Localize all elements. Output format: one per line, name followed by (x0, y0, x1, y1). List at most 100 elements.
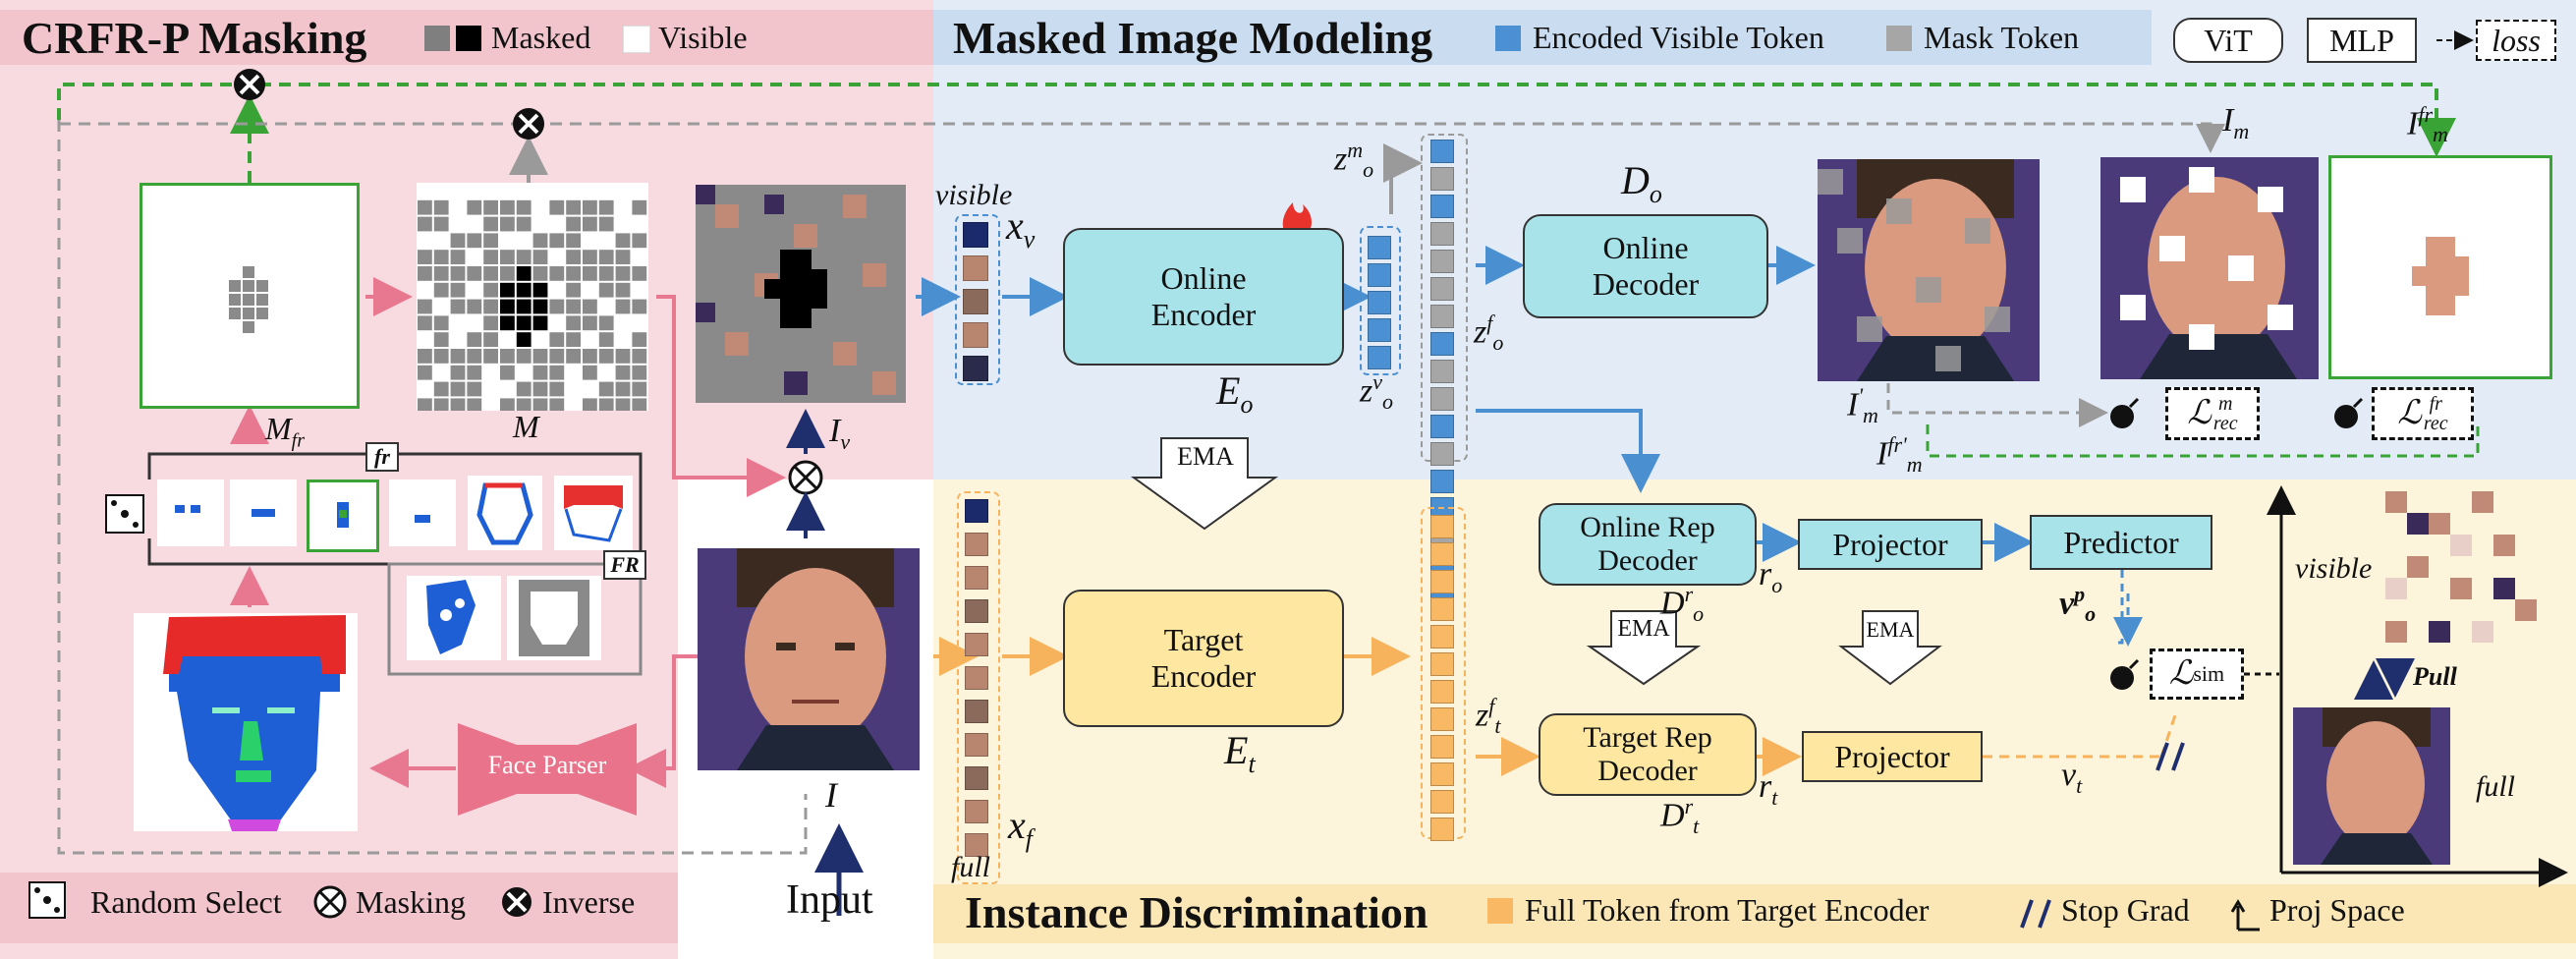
mask-grid-cell (418, 266, 432, 281)
mask-grid-cell (532, 332, 548, 347)
mask-grid-cell (632, 233, 647, 249)
ema-label-rep: EMA (1617, 616, 1670, 643)
target-token (1430, 707, 1454, 731)
mask-grid-cell (483, 349, 498, 364)
mask-grid-cell (500, 398, 515, 414)
iv-label: Iv (829, 413, 851, 454)
mask-grid-cell (615, 332, 631, 347)
mask-grid-cell (450, 381, 466, 397)
mask-grid-cell (632, 250, 647, 264)
mask-grid-cell (566, 216, 581, 232)
mask-grid-cell (500, 349, 515, 364)
online-projector-box: Projector (1798, 519, 1983, 570)
FR-tag: FR (603, 550, 646, 580)
stop-grad-legend: Stop Grad (2061, 892, 2190, 928)
full-patch-token (965, 599, 988, 623)
full-latent-token (1430, 222, 1454, 246)
mask-grid-cell (615, 398, 631, 414)
region-candidate-4 (389, 480, 456, 546)
mask-grid-cell (516, 199, 532, 215)
mask-grid-cell (450, 398, 466, 414)
mask-grid-cell (516, 398, 532, 414)
mask-grid-cell (598, 216, 614, 232)
mask-grid-cell (598, 250, 614, 264)
mask-grid-cell (632, 199, 647, 215)
mask-grid-cell (583, 199, 597, 215)
visible-patch-token (963, 222, 988, 248)
mask-grid-cell (583, 381, 597, 397)
mask-grid-cell (615, 216, 631, 232)
mask-grid-cell (467, 299, 482, 314)
encoded-visible-token (1368, 291, 1391, 314)
mask-grid-cell (549, 282, 565, 298)
mask-grid-cell (500, 216, 515, 232)
mask-grid-cell (632, 184, 647, 198)
mask-grid-cell (516, 315, 532, 331)
mask-grid-cell (566, 299, 581, 314)
mask-grid-cell (532, 349, 548, 364)
full-patch-token (965, 666, 988, 690)
mask-grid-cell (532, 381, 548, 397)
full-latent-token (1430, 140, 1454, 163)
full-patch-token (965, 633, 988, 656)
mask-grid-cell (583, 398, 597, 414)
mask-grid-cell (532, 216, 548, 232)
green-loop-line (57, 83, 2456, 157)
mask-grid-cell (598, 315, 614, 331)
mask-grid-cell (583, 233, 597, 249)
mask-grid-cell (516, 381, 532, 397)
et-label: Et (1224, 728, 1256, 778)
mask-grid-cell (549, 299, 565, 314)
mask-grid-cell (418, 365, 432, 380)
mask-grid-cell (583, 315, 597, 331)
mask-grid-cell (433, 250, 449, 264)
mask-grid-cell (583, 349, 597, 364)
mask-grid-cell (418, 282, 432, 298)
mask-grid-cell (598, 233, 614, 249)
full-patch-token (965, 733, 988, 757)
bomb-icon-2 (2334, 397, 2364, 428)
online-encoder-label: Online Encoder (1150, 260, 1257, 332)
region-candidate-6 (554, 476, 633, 550)
mask-token-swatch (1886, 26, 1912, 51)
mim-title: Masked Image Modeling (953, 13, 1433, 63)
proj-full-image (2293, 707, 2450, 865)
mask-grid-cell (516, 349, 532, 364)
mask-grid-cell (516, 299, 532, 314)
vop-label: vpo (2059, 582, 2097, 627)
full-token-column (957, 491, 1000, 884)
mask-grid-cell (598, 381, 614, 397)
mask-grid-cell (532, 184, 548, 198)
mask-grid-cell (566, 250, 581, 264)
xv-label: xv (1006, 203, 1036, 254)
vit-legend-box: ViT (2173, 18, 2283, 63)
mask-grid-cell (566, 315, 581, 331)
face-parsing-map (134, 613, 358, 831)
mlp-legend-box: MLP (2307, 18, 2417, 63)
mask-grid-cell (532, 398, 548, 414)
mask-grid-cell (418, 349, 432, 364)
mask-grid-cell (632, 349, 647, 364)
full-token-swatch (1487, 898, 1513, 924)
mask-grid-cell (450, 233, 466, 249)
mask-grid-cell (549, 216, 565, 232)
mask-grid-cell (516, 250, 532, 264)
eo-label: Eo (1216, 368, 1254, 419)
mask-grid-cell (483, 266, 498, 281)
mask-grid-cell (418, 299, 432, 314)
mask-grid-cell (516, 266, 532, 281)
mask-grid-cell (532, 250, 548, 264)
mask-grid-cell (598, 349, 614, 364)
mask-grid-cell (615, 315, 631, 331)
mask-grid-cell (450, 199, 466, 215)
mask-grid-cell (418, 199, 432, 215)
mask-grid-cell (598, 184, 614, 198)
mask-grid-cell (532, 282, 548, 298)
im-label: Im (2222, 102, 2250, 143)
input-face-image (698, 548, 920, 770)
visible-patch-token (963, 255, 988, 281)
inst-title: Instance Discrimination (965, 887, 1428, 937)
mask-grid-cell (516, 365, 532, 380)
mask-grid-cell (467, 216, 482, 232)
zov-token-column (1360, 226, 1401, 375)
